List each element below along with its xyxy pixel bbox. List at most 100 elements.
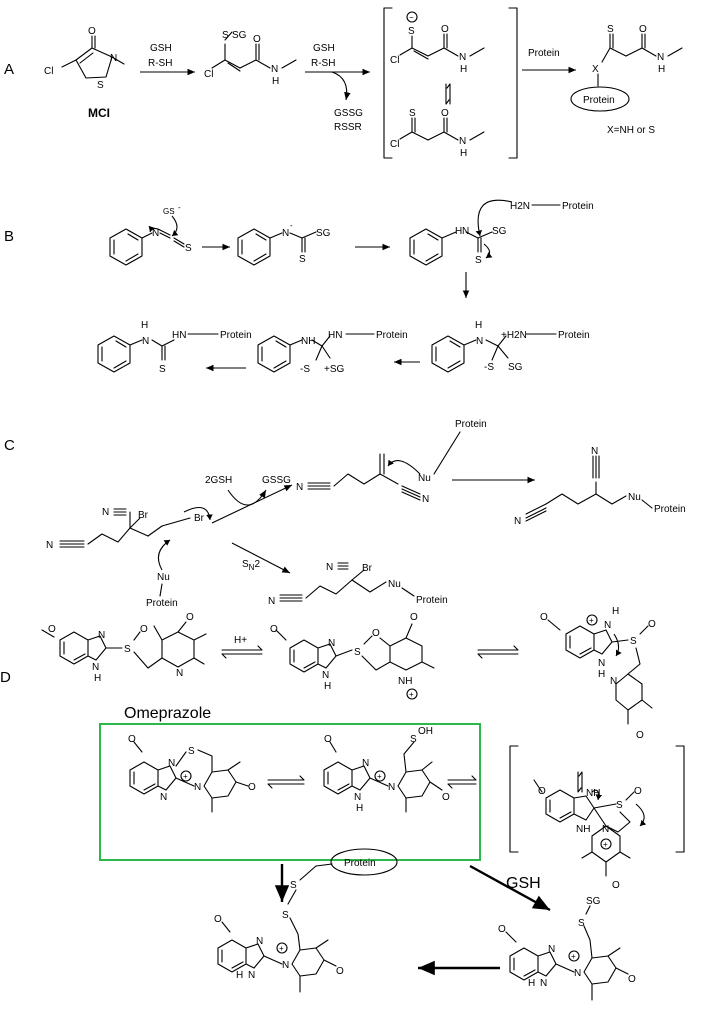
pd-protein: Protein [344, 858, 376, 869]
mci-structure: O N S Cl MCI [44, 26, 125, 120]
dtc-sg: SG [492, 226, 507, 237]
c-br-1: Br [138, 510, 149, 521]
anion-sg: SG [316, 228, 331, 239]
ma-n-left: N [514, 516, 521, 527]
amine-h2n: H2N [510, 201, 530, 212]
equilibrium-arrow-down [445, 83, 450, 105]
alkene-n2: N [422, 494, 429, 505]
glutathione-disulfide-adduct: O N N H N + S SG O [498, 896, 636, 1001]
pd-o: O [214, 914, 222, 925]
anion-nitrogen: N [282, 228, 289, 239]
step1-reagent-1: GSH [150, 43, 172, 54]
itc-nitrogen: N [152, 228, 159, 239]
c1-nitrogen: N [46, 540, 53, 551]
byproduct-curved-arrow [331, 71, 351, 101]
ome-n1: N [98, 630, 105, 641]
adduct-sulfur: S [222, 30, 229, 41]
sa-plus: + [377, 772, 382, 781]
adduct-chlorine: Cl [204, 69, 213, 80]
pd-plus: + [279, 944, 284, 953]
zw-h2n-plus: +H2N [501, 330, 527, 341]
phenyl-isothiocyanate: N S GS - [109, 203, 192, 266]
spiro-s: S [616, 800, 623, 811]
thioacyl-nitrogen: N [459, 136, 466, 147]
spiro-o: O [538, 786, 546, 797]
equilibrium-arrow-up [446, 83, 451, 105]
glutathione-anion: GS [163, 207, 175, 216]
thioacyl-sulfur: S [409, 108, 416, 119]
zwitterion-intermediate: H N +H2N Protein -S SG [431, 320, 590, 373]
d-eq5-forward [447, 775, 477, 781]
cyclic-sulfenamide: O N N S N + O [128, 734, 256, 813]
panel-a: A O N S Cl MCI GSH R-SH [4, 7, 683, 159]
act-arrow-1 [613, 633, 622, 657]
d-eq4-forward [267, 775, 305, 781]
product-nitrogen: N [657, 52, 664, 63]
cs-n2: N [160, 792, 167, 803]
panel-d: D O N N H S O N O H+ [0, 606, 685, 1001]
glutathione-minus: - [178, 203, 181, 212]
ma-nu: Nu [628, 492, 641, 503]
prot-s: S [354, 647, 361, 658]
sulfenic-acid: O N N H N + S OH O [323, 726, 450, 814]
act-h1: H [612, 606, 619, 617]
c-nu-protein: Protein [146, 598, 178, 609]
prot-plus: + [409, 690, 414, 699]
tu-h: H [141, 320, 148, 331]
br-leaving-arrow [183, 506, 213, 521]
mci-label: MCI [88, 106, 110, 120]
protein-oval-label: Protein [583, 95, 615, 106]
sa-n-plus: N [388, 782, 395, 793]
alkene-protein: Protein [455, 419, 487, 430]
d-eq4-back [267, 783, 305, 789]
spiro-plus: + [603, 840, 608, 849]
thioenolate-hydrogen: H [460, 64, 467, 75]
mci-nitrogen: N [110, 53, 117, 64]
sulf-protein: Protein [376, 330, 408, 341]
thioenolate-species: − S Cl O N H [390, 11, 485, 75]
dithiocarbamate-anion: N - SG S [237, 221, 331, 266]
sulf-plus-sg: +SG [324, 364, 345, 375]
attack-arrow [171, 215, 179, 237]
pd-n2: N [248, 970, 255, 981]
byproduct-gssg: GSSG [334, 108, 363, 119]
step2-reagent-2: R-SH [311, 58, 335, 69]
zw-s-minus: -S [484, 362, 494, 373]
tu-hn: HN [172, 330, 186, 341]
thioacyl-chloride-species: S Cl O N H [390, 108, 485, 159]
prot-o: O [270, 624, 278, 635]
tu-nitrogen: N [142, 336, 149, 347]
ome-so: O [140, 624, 148, 635]
amine-attack-arrow [475, 199, 513, 237]
act-so: O [648, 619, 656, 630]
sa-o2: O [442, 792, 450, 803]
sa-n2: N [354, 792, 361, 803]
sa-oh: OH [418, 726, 433, 737]
gd-n2: N [540, 978, 547, 989]
product-sulfur: S [607, 24, 614, 35]
panel-b: B N S GS - N - SG S [4, 199, 594, 375]
d-bracket-left [509, 745, 519, 853]
thioacyl-oxygen: O [441, 108, 449, 119]
cs-n-plus-n: N [194, 782, 201, 793]
mci-chlorine: Cl [44, 66, 53, 77]
spiro-so: O [634, 786, 642, 797]
gd-h: H [528, 978, 535, 989]
protein-arrow-label: Protein [528, 48, 560, 59]
cs-plus: + [183, 772, 188, 781]
adduct-nitrogen: N [271, 64, 278, 75]
gd-n1: N [548, 944, 555, 955]
act-s: S [630, 636, 637, 647]
c2-nitrogen: N [102, 507, 109, 518]
adduct-hydrogen: H [272, 76, 279, 87]
anion-sulfur: S [299, 254, 306, 265]
product-oxygen: O [639, 24, 647, 35]
dtc-nitrogen: N [462, 226, 469, 237]
pd-n1: N [256, 936, 263, 947]
adduct-oxygen: O [253, 34, 261, 45]
pd-protein-oval [330, 848, 398, 876]
prot-so: O [372, 628, 380, 639]
protein-oval [570, 86, 630, 112]
c-2gsh: 2GSH [205, 475, 232, 486]
